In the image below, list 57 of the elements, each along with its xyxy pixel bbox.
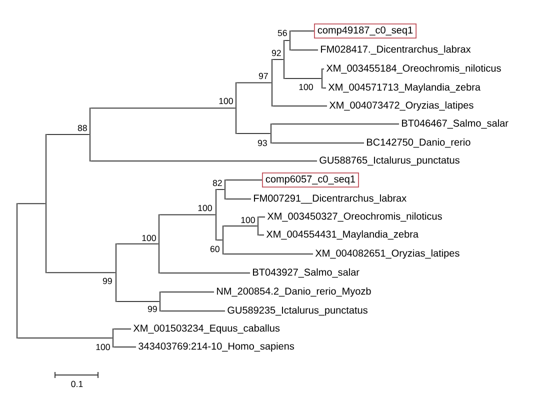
bootstrap-value: 93: [258, 140, 267, 146]
bootstrap-value: 100: [219, 98, 233, 104]
bootstrap-value: 99: [148, 306, 157, 312]
bootstrap-value: 56: [278, 30, 287, 36]
branch-line: [236, 82, 272, 84]
taxon-label: XM_004073472_Oryzias_latipes: [329, 101, 474, 111]
branch-line: [90, 160, 318, 162]
branch-line: [284, 78, 322, 79]
highlight-box: comp6057_c0_seq1: [262, 172, 359, 188]
branch-line: [272, 59, 284, 60]
branch-line: [113, 346, 136, 348]
bootstrap-value: 100: [142, 234, 156, 242]
bootstrap-value: 60: [210, 246, 220, 252]
bootstrap-value: 100: [198, 204, 212, 212]
branch-line: [258, 234, 264, 236]
taxon-label: GU588765_Ictalurus_punctatus: [320, 156, 460, 166]
branch-line: [90, 108, 236, 109]
taxon-label: 343403769:214-10_Homo_sapiens: [138, 342, 294, 352]
branch-line: [236, 133, 271, 134]
taxon-label: GU589235_Ictalurus_punctatus: [228, 306, 368, 316]
branch-line: [225, 198, 252, 200]
branch-line: [46, 134, 90, 136]
branch-line: [17, 203, 46, 204]
bootstrap-value: 100: [241, 216, 255, 224]
branch-line: [258, 216, 266, 218]
taxon-label: BT046467_Salmo_salar: [402, 119, 508, 129]
taxon-label: XM_003450327_Oreochromis_niloticus: [267, 212, 442, 222]
branch-line: [290, 30, 314, 32]
bootstrap-value: 100: [96, 344, 110, 350]
bootstrap-value: 88: [78, 124, 87, 132]
branch-line: [216, 189, 225, 190]
taxon-label: XM_003455184_Oreochromis_niloticus: [326, 64, 501, 74]
taxon-label: BC142750_Danio_rerio: [367, 138, 470, 148]
branch-line: [159, 214, 216, 216]
branch-line: [159, 272, 250, 274]
bootstrap-value: 82: [212, 180, 222, 186]
bootstrap-value: 100: [299, 84, 313, 90]
taxon-label: XM_001503234_Equus_caballus: [133, 324, 280, 334]
branch-line: [116, 243, 159, 244]
branch-line: [113, 328, 132, 330]
taxon-label: NM_200854.2_Danio_rerio_Myozb: [217, 287, 371, 297]
taxon-label: BT043927_Salmo_salar: [253, 268, 360, 278]
branch-line: [46, 272, 116, 274]
bootstrap-value: 97: [258, 72, 268, 80]
branch-line: [284, 40, 290, 41]
bootstrap-value: 92: [272, 50, 281, 56]
branch-line: [271, 142, 364, 144]
branch-line: [116, 301, 160, 302]
bootstrap-value: 99: [102, 278, 112, 284]
branch-line: [160, 310, 226, 312]
highlight-box: comp49187_c0_seq1: [314, 24, 417, 38]
taxon-label: FM028417._Dicentrarchus_labrax: [321, 45, 471, 55]
taxon-label: XM_004571713_Maylandia_zebra: [328, 83, 480, 93]
taxon-label: FM007291__Dicentrarchus_labrax: [254, 194, 406, 204]
taxon-label: XM_004554431_Maylandia_zebra: [266, 230, 418, 240]
taxon-label: XM_004082651_Oryzias_latipes: [315, 249, 460, 259]
scale-value: 0.1: [71, 380, 83, 388]
